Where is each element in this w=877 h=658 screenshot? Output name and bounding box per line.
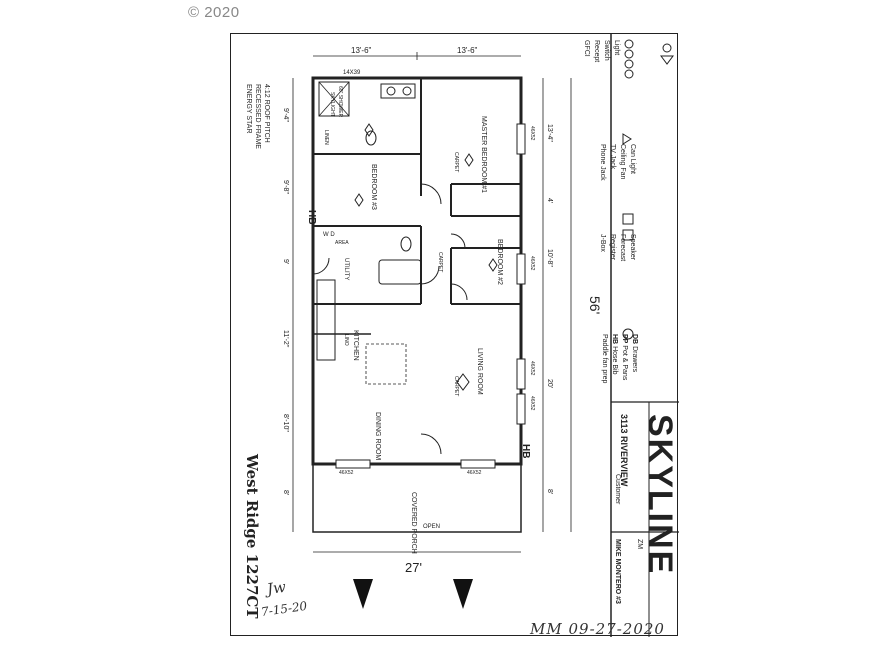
dim-left-4: 8'-10": [282, 414, 289, 432]
north-arrow-left: [353, 579, 373, 609]
copyright-watermark: © 2020: [188, 4, 240, 21]
dim-left-3: 11'-2": [282, 330, 289, 348]
dim-right-2: 10'-8": [546, 249, 553, 267]
room-bedroom-2: BEDROOM #2: [496, 239, 503, 285]
construction-notes: 4:12 ROOF PITCH RECESSED FRAME ENERGY ST…: [244, 84, 271, 149]
legend-phone-jack: Phone Jack: [599, 144, 606, 181]
legend-hose-bib: Hose Bib: [611, 346, 618, 375]
footer-signature: MM 09-27-2020: [530, 620, 665, 638]
note-roof-pitch: 4:12 ROOF PITCH: [263, 84, 270, 143]
skylight-label: SKYLIGHT: [329, 92, 335, 117]
dim-right-0: 13'-4": [546, 124, 553, 142]
note-energy: ENERGY STAR: [245, 84, 252, 134]
room-bedroom-3: BEDROOM #3: [370, 164, 377, 210]
wd-area-label: AREA: [335, 240, 349, 246]
legend-can-light: Can Light: [629, 144, 636, 174]
legend-gfci: GFCI: [583, 40, 590, 57]
floor-plan-sheet: Light Switch Recept GFCI Can Light Ceili…: [230, 33, 679, 637]
room-porch: COVERED PORCH: [410, 492, 417, 554]
lino-label-kitchen: LINO: [343, 334, 349, 346]
dim-top-left: 13'-6": [351, 46, 372, 55]
room-utility: UTILITY: [343, 258, 349, 281]
legend-jbox: J-Box: [599, 234, 606, 252]
legend-col-4: DB Drawers PP Pot & Pans HB Hose Bib Pad…: [599, 334, 639, 383]
carpet-label-hall: CARPET: [437, 252, 443, 273]
dealer-label: MIKE MONTERO #3: [614, 539, 621, 604]
legend-col-2: Can Light Ceiling Fan TV Jack Phone Jack: [597, 144, 637, 181]
signature-initials: Jw: [265, 577, 288, 599]
dim-left-1: 9'-8": [282, 180, 289, 194]
linen-label: LINEN: [323, 130, 329, 145]
dim-right-1: 4': [546, 198, 553, 204]
room-kitchen: KITCHEN: [352, 330, 359, 361]
legend-register: Register: [609, 234, 616, 261]
floor-plan-drawing: [292, 34, 679, 637]
customer-label: Customer: [614, 474, 621, 505]
porch-open-label: OPEN: [423, 524, 441, 530]
dim-overall-length: 56': [587, 296, 603, 315]
legend-col-1: Light Switch Recept GFCI: [581, 40, 621, 62]
window-label-1: 46X52: [529, 126, 535, 141]
legend-tv-jack: TV Jack: [609, 144, 616, 170]
carpet-label-master: CARPET: [453, 152, 459, 173]
legend-switch: Switch: [603, 40, 610, 61]
legend-forecast: Forecast: [619, 234, 626, 262]
hose-bib-left: HB: [306, 210, 317, 225]
note-frame: RECESSED FRAME: [254, 84, 261, 149]
dim-right-4: 8': [546, 489, 553, 495]
hose-bib-right: HB: [520, 444, 531, 459]
legend-hb-symbol: HB: [611, 334, 618, 345]
dim-top-right: 13'-6": [457, 46, 478, 55]
carpet-label-living: CARPET: [453, 376, 459, 397]
window-label-2: 46X52: [529, 256, 535, 271]
legend-db-symbol: DB: [631, 334, 638, 345]
dim-left-2: 9': [282, 259, 289, 265]
shower-label: 60" SHOWER: [337, 86, 343, 118]
dim-left-5: 8': [282, 490, 289, 496]
legend-col-3: Speaker Forecast Register J-Box: [597, 234, 637, 261]
legend-drawers: Drawers: [631, 346, 638, 373]
room-master-bedroom: MASTER BEDROOM #1: [480, 116, 487, 194]
zone-label: ZM: [636, 539, 643, 550]
legend-pots-pans: Pot & Pans: [621, 345, 628, 381]
dim-overall-width: 27': [405, 560, 422, 575]
room-living: LIVING ROOM: [476, 348, 483, 395]
dim-right-3: 20': [546, 379, 553, 389]
brand-logo: SKYLINE: [641, 414, 679, 576]
window-14x39: 14X39: [343, 70, 361, 76]
room-dining: DINING ROOM: [374, 412, 381, 461]
dim-left-0: 9'-4": [282, 108, 289, 122]
window-label-4: 46X52: [529, 396, 535, 411]
legend-ceiling-fan: Ceiling Fan: [619, 144, 626, 180]
legend-receptacle: Recept: [593, 40, 600, 63]
window-label-6: 46X52: [467, 470, 482, 476]
porch-outline: [312, 463, 522, 533]
north-arrow-right: [453, 579, 473, 609]
legend-paddle-fan: Paddle fan prep: [601, 334, 608, 384]
legend-light: Light: [613, 40, 620, 56]
washer-dryer-label: W D: [323, 232, 335, 238]
legend-pp-symbol: PP: [621, 334, 628, 344]
window-label-5: 46X52: [339, 470, 354, 476]
window-label-3: 46X52: [529, 361, 535, 376]
plan-name: West Ridge 1227CT: [243, 454, 261, 619]
legend-speaker: Speaker: [629, 234, 636, 261]
